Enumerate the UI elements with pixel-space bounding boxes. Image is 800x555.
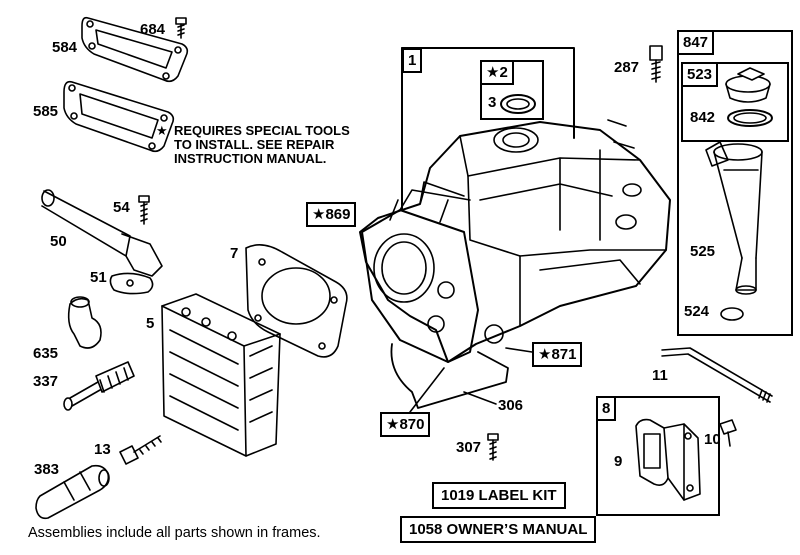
label-part-306: 306 <box>498 397 524 414</box>
tool-383-drawing <box>35 464 110 520</box>
label-part-50: 50 <box>50 233 67 250</box>
spark-plug-337-drawing <box>63 361 135 411</box>
label-part-13: 13 <box>94 441 111 458</box>
bolt-13-drawing <box>119 435 162 465</box>
label-kit-1019: 1019 LABEL KIT <box>432 482 566 509</box>
label-part-842: 842 <box>690 109 716 126</box>
shield-306-drawing <box>390 343 509 409</box>
label-frame-847: 847 <box>677 30 715 55</box>
label-part-584: 584 <box>52 39 78 56</box>
special-tools-note: ★ REQUIRES SPECIAL TOOLS TO INSTALL. SEE… <box>156 124 350 166</box>
label-part-337: 337 <box>33 373 59 390</box>
crankcase-1-drawing <box>359 119 671 363</box>
label-part-287: 287 <box>614 59 640 76</box>
label-frame-523: 523 <box>681 62 719 87</box>
bolt-684-drawing <box>175 17 187 39</box>
gasket-585-drawing <box>63 80 175 153</box>
leader-870 <box>409 367 445 413</box>
leader-306 <box>463 391 497 405</box>
label-part-684: 684 <box>140 21 166 38</box>
bolt-287-drawing <box>649 45 663 83</box>
label-part-10: 10 <box>704 431 721 448</box>
note-line-2: TO INSTALL. SEE REPAIR <box>174 137 335 152</box>
o-ring-524-drawing <box>720 307 744 321</box>
cylinder-head-5-drawing <box>161 293 281 457</box>
label-part-7: 7 <box>230 245 239 262</box>
label-part-5: 5 <box>146 315 155 332</box>
frame-8 <box>596 396 720 516</box>
dipstick-tube-525-drawing <box>705 141 763 295</box>
seal-3-drawing <box>500 94 536 114</box>
label-part-869: ★869 <box>306 202 357 227</box>
label-part-383: 383 <box>34 461 60 478</box>
screw-10-drawing <box>719 419 737 447</box>
footer-note: Assemblies include all parts shown in fr… <box>28 525 321 541</box>
note-line-1: REQUIRES SPECIAL TOOLS <box>174 123 350 138</box>
label-part-871: ★871 <box>532 342 583 367</box>
label-part-11: 11 <box>652 367 668 384</box>
leader-871 <box>505 347 533 353</box>
rod-11-drawing <box>661 347 773 403</box>
head-gasket-7-drawing <box>245 244 348 358</box>
tube-50-drawing <box>41 189 163 295</box>
screw-54-drawing <box>138 195 150 225</box>
cylinder-bore-drawing <box>361 181 504 363</box>
frame-1-outline <box>401 47 575 139</box>
label-part-9: 9 <box>614 453 623 470</box>
frame-523 <box>681 62 789 142</box>
label-frame-1: 1 <box>402 48 423 73</box>
spark-plug-boot-635-drawing <box>67 296 102 349</box>
label-part-2: ★2 <box>480 60 514 85</box>
o-ring-842-drawing <box>727 109 773 127</box>
label-part-51: 51 <box>90 269 107 286</box>
label-part-585: 585 <box>33 103 59 120</box>
label-part-635: 635 <box>33 345 59 362</box>
label-part-3: 3 <box>488 94 497 111</box>
label-frame-8: 8 <box>596 396 617 421</box>
bolt-307-drawing <box>487 433 499 461</box>
gasket-584-drawing <box>81 16 189 83</box>
note-line-3: INSTRUCTION MANUAL. <box>174 151 327 166</box>
label-part-525: 525 <box>690 243 716 260</box>
label-part-524: 524 <box>684 303 710 320</box>
star-icon: ★ <box>156 123 168 138</box>
owners-manual-1058: 1058 OWNER’S MANUAL <box>400 516 597 543</box>
frame-847 <box>677 30 793 336</box>
label-part-54: 54 <box>113 199 130 216</box>
breather-9-drawing <box>635 418 701 501</box>
label-part-307: 307 <box>456 439 482 456</box>
label-part-870: ★870 <box>380 412 431 437</box>
cap-523-drawing <box>725 67 771 103</box>
